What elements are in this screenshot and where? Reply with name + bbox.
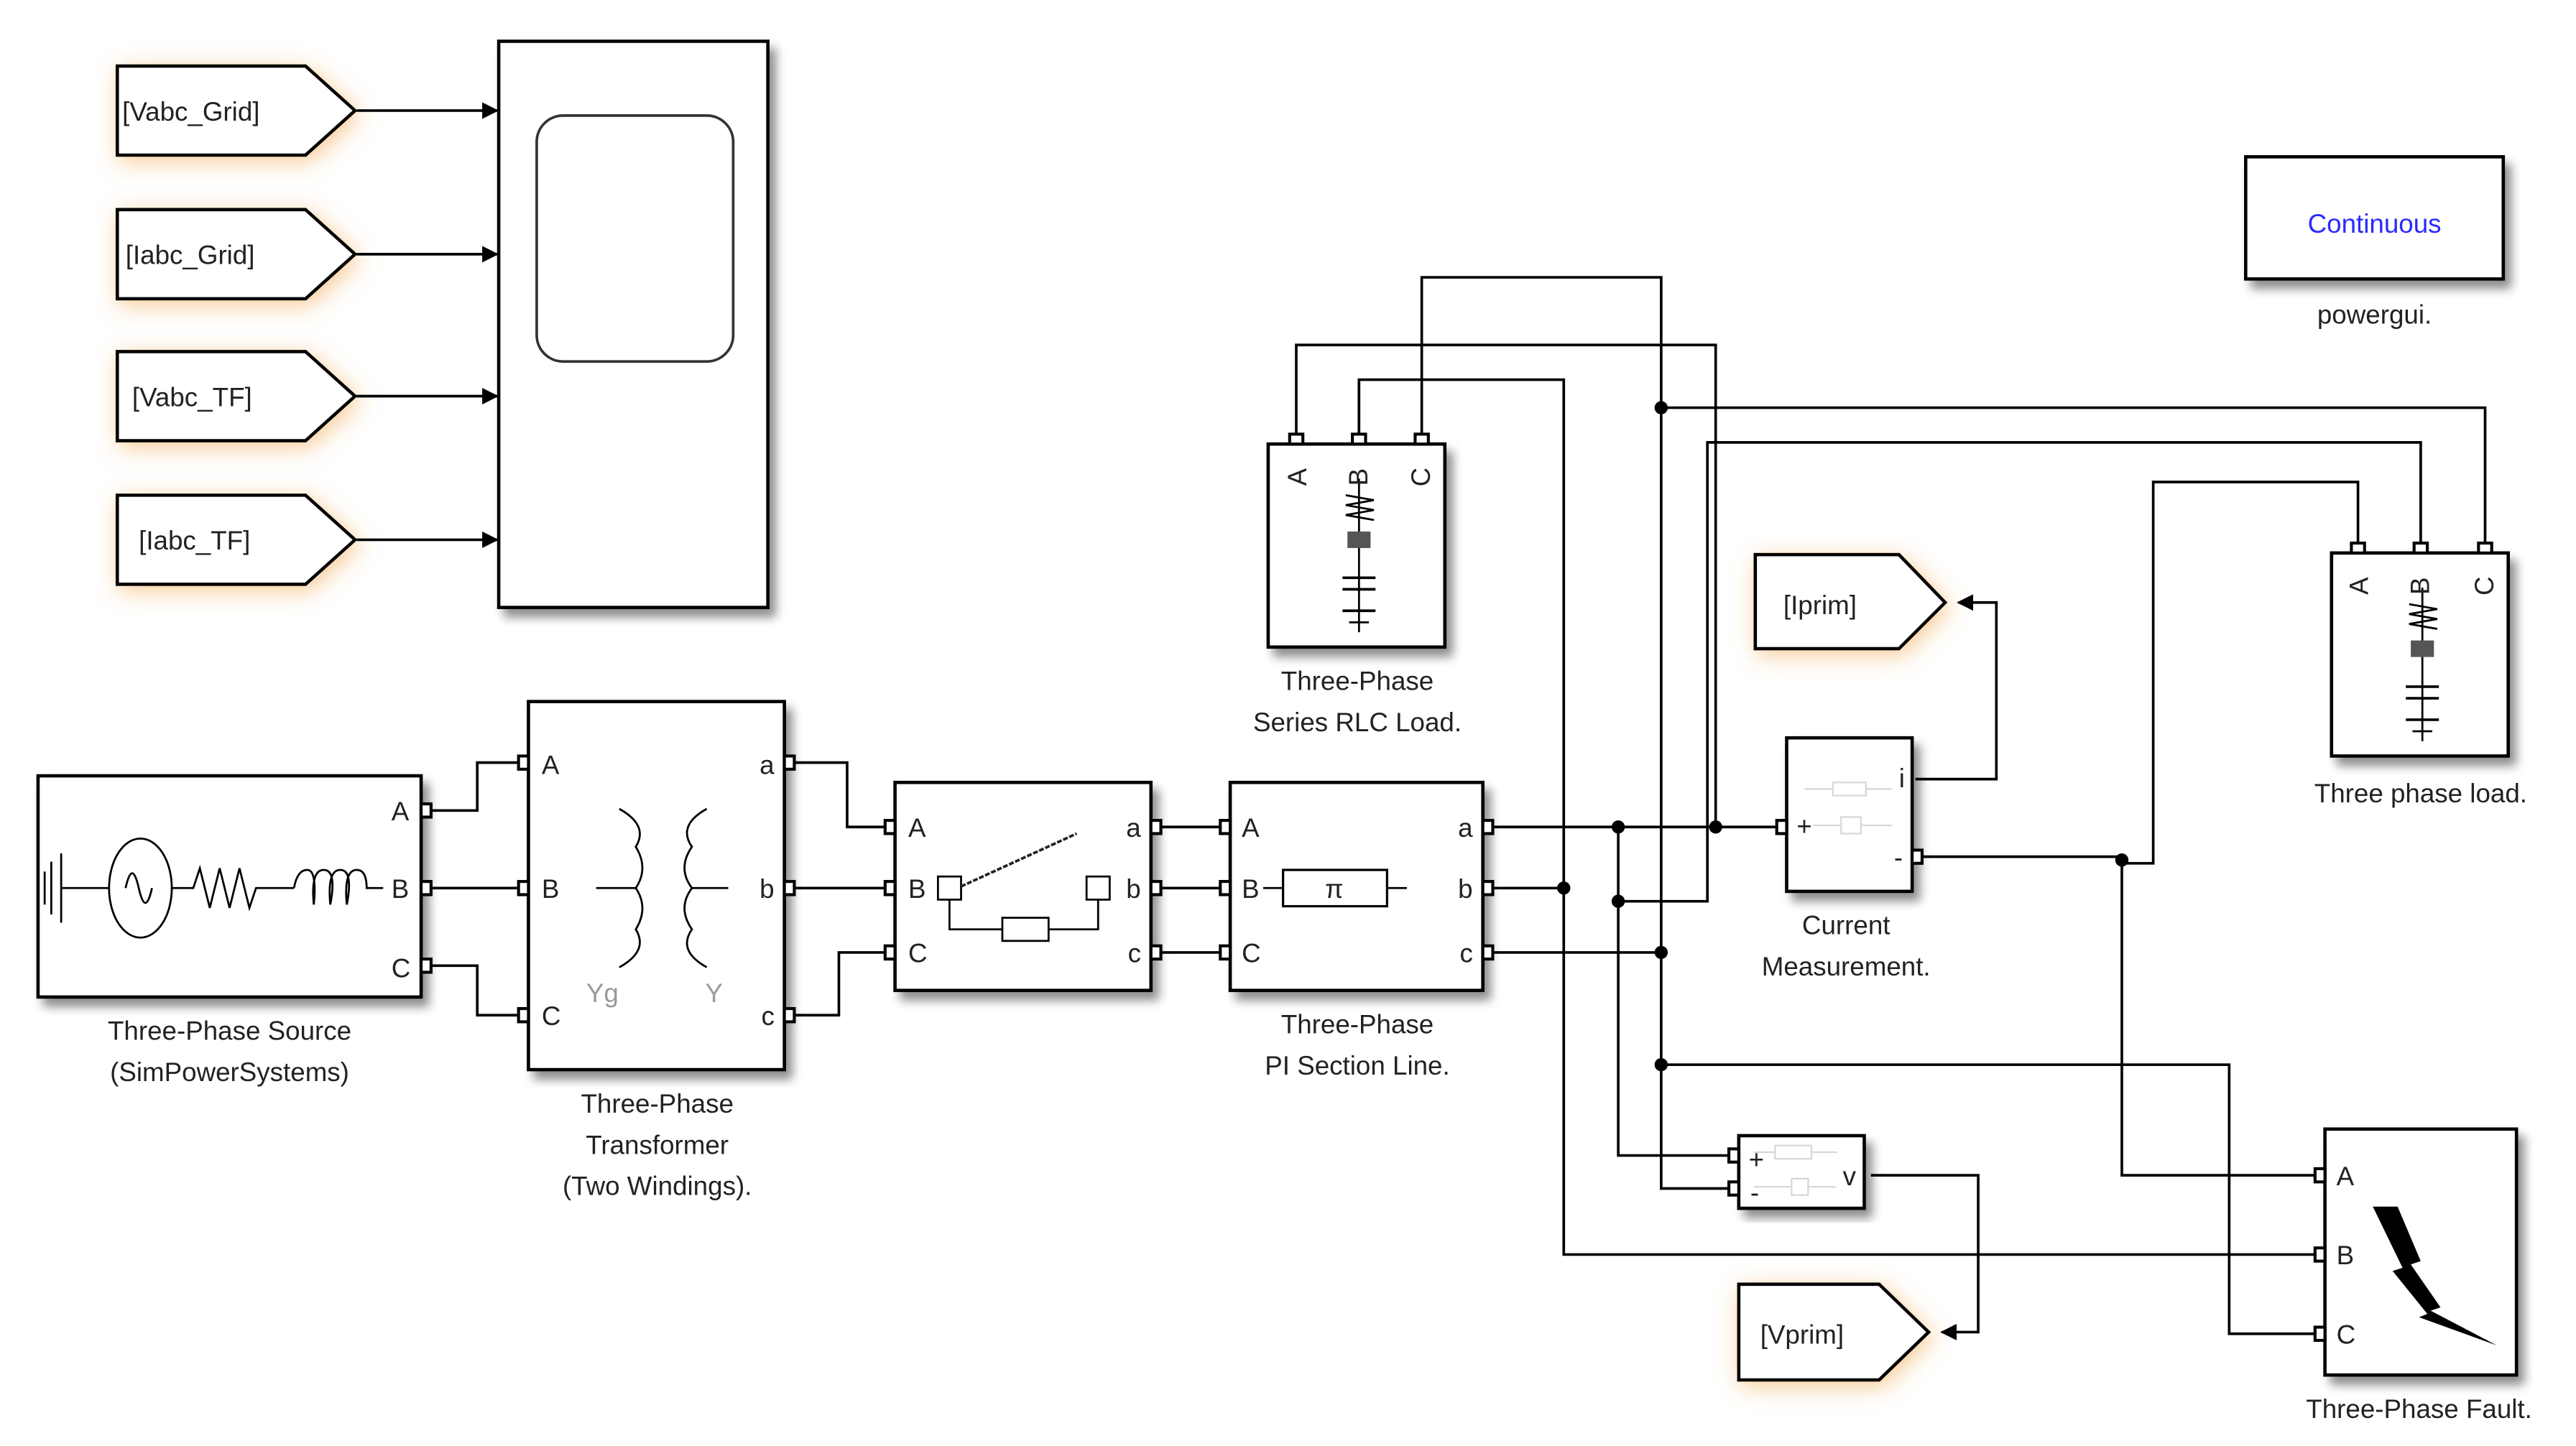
- voltage-meas-plus: +: [1749, 1145, 1764, 1174]
- power-wires[interactable]: [428, 276, 2487, 1340]
- from-block-vabc-tf[interactable]: [115, 350, 358, 442]
- junction-dots: [1557, 401, 2129, 1072]
- source-port-b-label: B: [392, 874, 410, 904]
- pi-label-line1: Three-Phase: [1281, 1010, 1434, 1039]
- goto-label-vprim: [Vprim]: [1760, 1320, 1844, 1350]
- from-block-iabc-tf[interactable]: [115, 493, 358, 586]
- pi-out-c: c: [1459, 939, 1472, 968]
- transformer-label-line2: Transformer: [586, 1130, 729, 1159]
- powergui-block[interactable]: [2244, 155, 2506, 281]
- transformer-secondary-conn: Y: [705, 978, 723, 1008]
- from-block-iabc-grid[interactable]: [115, 208, 358, 301]
- transformer-block[interactable]: [527, 700, 786, 1072]
- pi-line-icon: [1263, 868, 1407, 908]
- rlc-load-icon: [1342, 478, 1376, 633]
- ac-source-icon: [43, 837, 384, 939]
- transformer-in-a: A: [542, 751, 560, 780]
- rlc-label-line2: Series RLC Load.: [1253, 708, 1462, 737]
- scope-block[interactable]: [497, 40, 770, 609]
- transformer-windings-icon: [596, 807, 729, 968]
- voltage-measurement-block[interactable]: [1737, 1134, 1866, 1210]
- from-label-iabc-tf: [Iabc_TF]: [139, 526, 250, 555]
- breaker-in-a: A: [908, 813, 926, 843]
- fault-port-a-label: A: [2337, 1162, 2355, 1191]
- pi-out-b: b: [1458, 874, 1472, 904]
- source-label-line2: (SimPowerSystems): [110, 1057, 349, 1087]
- breaker-out-b: b: [1126, 874, 1140, 904]
- rlc-port-a-label: A: [1283, 468, 1312, 486]
- current-meas-label-line1: Current: [1802, 911, 1891, 940]
- breaker-in-b: B: [908, 874, 926, 904]
- breaker-out-c: c: [1128, 939, 1141, 968]
- load-label: Three phase load.: [2314, 779, 2527, 808]
- transformer-out-a: a: [760, 751, 775, 780]
- pi-symbol: π: [1325, 874, 1343, 904]
- fault-port-b-label: B: [2337, 1241, 2355, 1270]
- source-port-a-label: A: [392, 797, 410, 826]
- powergui-mode: Continuous: [2308, 209, 2442, 238]
- goto-label-iprim: [Iprim]: [1783, 590, 1857, 620]
- port-connectors[interactable]: [420, 432, 2493, 1342]
- pi-in-c: C: [1242, 939, 1261, 968]
- transformer-in-b: B: [542, 874, 560, 904]
- voltage-meas-minus: -: [1750, 1178, 1759, 1208]
- from-block-vabc-grid[interactable]: [115, 64, 358, 157]
- fault-label: Three-Phase Fault.: [2306, 1394, 2532, 1424]
- powergui-label: powergui.: [2317, 300, 2432, 329]
- goto-block-iprim[interactable]: [1753, 552, 1948, 651]
- lightning-bolt-icon: [2373, 1206, 2497, 1345]
- current-meas-label-line2: Measurement.: [1762, 952, 1931, 981]
- current-meas-out: i: [1899, 764, 1905, 793]
- load-port-b-label: B: [2405, 578, 2434, 595]
- transformer-primary-conn: Yg: [586, 978, 619, 1008]
- load-port-a-label: A: [2344, 577, 2373, 595]
- rlc-label-line1: Three-Phase: [1281, 667, 1434, 696]
- voltage-meas-out: v: [1843, 1162, 1857, 1191]
- load-icon: [2406, 588, 2439, 741]
- voltage-meas-icon: [1753, 1144, 1838, 1196]
- goto-block-vprim[interactable]: [1737, 1282, 1931, 1382]
- current-measurement-block[interactable]: [1785, 736, 1914, 894]
- pi-in-a: A: [1242, 813, 1260, 843]
- three-phase-source-block[interactable]: [36, 774, 423, 999]
- fault-port-c-label: C: [2337, 1320, 2356, 1350]
- source-label-line1: Three-Phase Source: [108, 1016, 351, 1046]
- from-label-vabc-grid: [Vabc_Grid]: [122, 97, 259, 126]
- pi-out-a: a: [1458, 813, 1473, 843]
- breaker-switch-icon: [936, 832, 1111, 942]
- from-label-iabc-grid: [Iabc_Grid]: [126, 241, 255, 270]
- from-label-vabc-tf: [Vabc_TF]: [132, 382, 252, 412]
- transformer-label-line3: (Two Windings).: [563, 1172, 752, 1201]
- current-meas-icon: [1804, 782, 1893, 835]
- load-port-c-label: C: [2470, 576, 2499, 595]
- rlc-port-b-label: B: [1344, 468, 1373, 486]
- transformer-out-b: b: [760, 874, 774, 904]
- current-meas-plus: +: [1796, 812, 1811, 841]
- breaker-out-a: a: [1126, 813, 1141, 843]
- breaker-in-c: C: [908, 939, 928, 968]
- current-meas-minus: -: [1894, 843, 1903, 872]
- source-port-c-label: C: [392, 953, 411, 983]
- transformer-in-c: C: [542, 1001, 561, 1031]
- pi-in-b: B: [1242, 874, 1260, 904]
- transformer-label-line1: Three-Phase: [581, 1089, 733, 1118]
- pi-label-line2: PI Section Line.: [1265, 1051, 1449, 1080]
- three-phase-breaker-block[interactable]: [893, 780, 1153, 993]
- scope-screen-icon: [535, 114, 735, 363]
- transformer-out-c: c: [761, 1001, 774, 1031]
- rlc-port-c-label: C: [1406, 468, 1436, 487]
- three-phase-fault-block[interactable]: [2323, 1127, 2519, 1377]
